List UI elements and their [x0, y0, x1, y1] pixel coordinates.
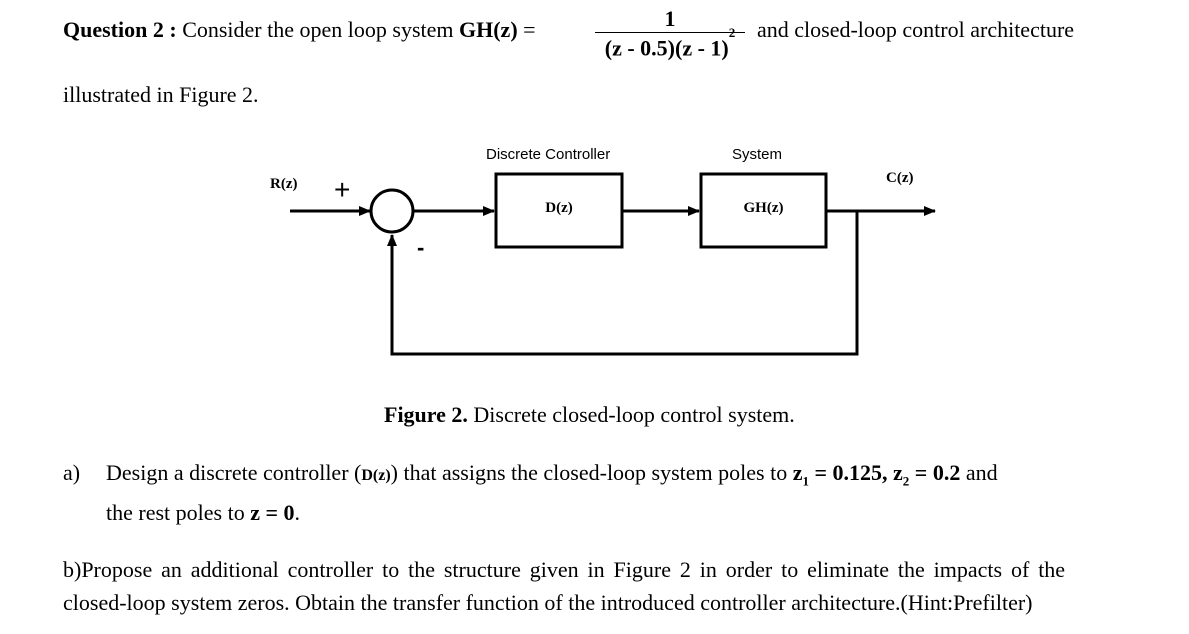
z2-value: = 0.2 — [914, 460, 961, 485]
plus-sign: + — [334, 174, 351, 205]
part-a-line2-math: z = 0 — [250, 500, 295, 525]
part-a-marker: a) — [63, 460, 81, 485]
equals-sign: = — [523, 17, 536, 42]
controller-block — [494, 172, 624, 249]
tf-exponent: 2 — [728, 25, 736, 40]
summing-junction — [369, 188, 415, 234]
figure-caption-label: Figure 2. — [384, 402, 468, 427]
minus-sign: - — [417, 235, 425, 260]
tf-denominator-wrap: (z - 0.5)(z - 1)2 — [595, 25, 745, 61]
question-tail: and closed-loop control architecture — [757, 17, 1075, 42]
tf-arg: (z) — [493, 17, 518, 42]
part-a-and: and — [965, 460, 998, 485]
part-a-text-before: Design a discrete controller ( — [106, 460, 362, 485]
part-a-controller: D(z) — [361, 467, 391, 484]
tf-denominator: (z - 0.5)(z - 1) — [604, 35, 729, 61]
figure-caption-text: Discrete closed-loop control system. — [473, 402, 795, 427]
z2-symbol: z — [893, 460, 903, 485]
system-block-label: GH(z) — [743, 200, 784, 216]
controller-title: Discrete Controller — [486, 146, 611, 163]
part-a-line-1: Design a discrete controller (D(z)) that… — [106, 460, 998, 489]
z1-symbol: z — [792, 460, 803, 485]
z1-subscript: 1 — [802, 473, 809, 489]
controller-block-label: D(z) — [545, 200, 573, 216]
question-label: Question 2 : — [63, 17, 177, 42]
part-a-line-2: the rest poles to z = 0. — [106, 500, 300, 526]
question-line-1: Question 2 : Consider the open loop syst… — [63, 17, 536, 43]
z2-subscript: 2 — [902, 473, 910, 489]
input-label: R(z) — [270, 176, 298, 192]
fraction-bar — [595, 32, 745, 33]
part-a-line2-before: the rest poles to — [106, 500, 245, 525]
z1-value: = 0.125, — [814, 460, 888, 485]
question-line-2: illustrated in Figure 2. — [63, 82, 259, 107]
part-a-text-after: ) that assigns the closed-loop system po… — [390, 460, 788, 485]
output-label: C(z) — [886, 170, 914, 186]
transfer-function-fraction: 1 (z - 0.5)(z - 1)2 — [595, 6, 745, 61]
question-intro: Consider the open loop system — [182, 17, 454, 42]
tf-name: GH — [459, 17, 494, 42]
feedback-path — [387, 211, 859, 356]
part-b-line-1: b)Propose an additional controller to th… — [63, 557, 1066, 582]
figure-caption: Figure 2. Discrete closed-loop control s… — [384, 402, 795, 428]
system-title: System — [732, 146, 783, 163]
part-a-line2-end: . — [294, 500, 301, 525]
system-block — [699, 172, 828, 249]
tf-numerator: 1 — [664, 6, 676, 31]
part-b-line-2: closed-loop system zeros. Obtain the tra… — [63, 590, 1033, 615]
